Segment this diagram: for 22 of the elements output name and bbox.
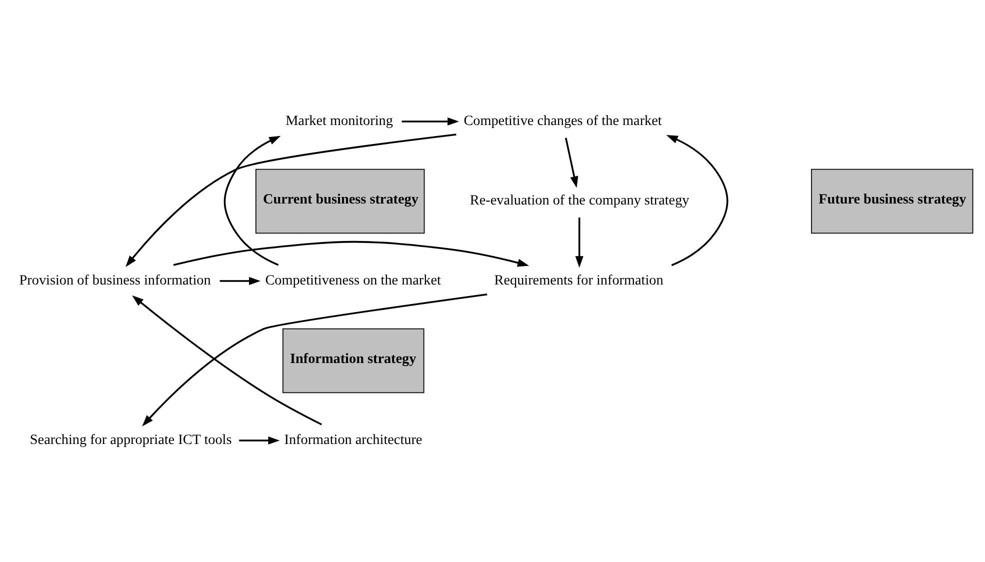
node-text: Competitiveness on the market [265,272,441,288]
node-text: Re-evaluation of the company strategy [470,192,690,209]
node-text: Information architecture [284,432,422,448]
node-box: Current business strategy [255,168,425,234]
arrow [173,240,530,267]
arrow [666,134,728,266]
node-text: Competitive changes of the market [464,112,662,129]
node-text: Searching for appropriate ICT tools [30,432,232,448]
node-text: Requirements for information [494,272,664,288]
node-text: Provision of business information [19,272,211,288]
arrow [224,136,281,266]
node-box: Information strategy [282,328,424,394]
node-box: Future business strategy [811,168,974,234]
arrow [142,294,488,426]
arrow [220,276,261,286]
arrow [402,117,460,126]
arrow [239,436,280,445]
arrow [575,218,584,268]
arrow [564,138,578,188]
node-text: Market monitoring [286,112,393,129]
arrow [132,295,322,426]
arrow [126,134,456,267]
